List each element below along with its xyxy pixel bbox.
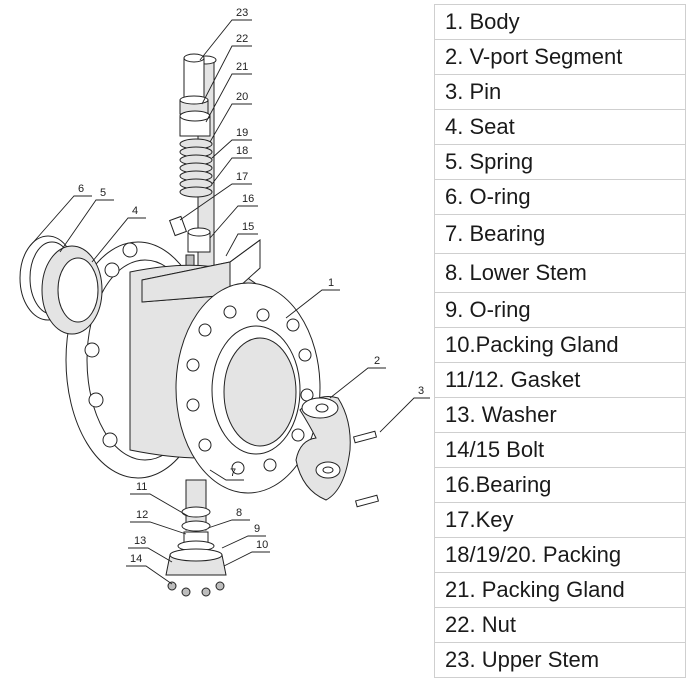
- part-cell: 21. Packing Gland: [434, 572, 686, 608]
- part-cell: 11/12. Gasket: [434, 362, 686, 398]
- callout-9: 9: [254, 523, 260, 535]
- seat-spring-oring: [19, 235, 103, 335]
- part-cell: 2. V-port Segment: [434, 39, 686, 75]
- callout-3: 3: [418, 385, 424, 397]
- callout-labels: 23 22 21 20 19 18 17 16 15 6 5 4 1 2 3 1…: [78, 7, 424, 565]
- callout-18: 18: [236, 145, 248, 157]
- part-cell: 4. Seat: [434, 109, 686, 145]
- lower-stem-assembly: [165, 479, 227, 597]
- parts-row: 14/15 Bolt: [434, 432, 686, 468]
- exploded-valve-drawing: 23 22 21 20 19 18 17 16 15 6 5 4 1 2 3 1…: [19, 7, 430, 597]
- part-cell: 3. Pin: [434, 74, 686, 110]
- callout-15: 15: [242, 221, 254, 233]
- packing-rings: [179, 138, 213, 198]
- callout-8: 8: [236, 507, 242, 519]
- parts-row: 22. Nut: [434, 607, 686, 643]
- leader-lines: [29, 19, 430, 585]
- parts-row: 2. V-port Segment: [434, 39, 686, 75]
- callout-22: 22: [236, 33, 248, 45]
- callout-13: 13: [134, 535, 146, 547]
- callout-11: 11: [136, 481, 147, 493]
- parts-row: 8. Lower Stem: [434, 253, 686, 293]
- callout-12: 12: [136, 509, 148, 521]
- part-cell: 17.Key: [434, 502, 686, 538]
- callout-19: 19: [236, 127, 248, 139]
- parts-row: 1. Body: [434, 4, 686, 40]
- parts-row: 11/12. Gasket: [434, 362, 686, 398]
- part-cell: 5. Spring: [434, 144, 686, 180]
- callout-10: 10: [256, 539, 268, 551]
- parts-row: 5. Spring: [434, 144, 686, 180]
- part-cell: 14/15 Bolt: [434, 432, 686, 468]
- parts-row: 16.Bearing: [434, 467, 686, 503]
- parts-row: 13. Washer: [434, 397, 686, 433]
- parts-row: 21. Packing Gland: [434, 572, 686, 608]
- callout-20: 20: [236, 91, 248, 103]
- callout-23: 23: [236, 7, 248, 19]
- parts-row: 17.Key: [434, 502, 686, 538]
- parts-row: 7. Bearing: [434, 214, 686, 254]
- part-cell: 18/19/20. Packing: [434, 537, 686, 573]
- callout-21: 21: [236, 61, 248, 73]
- parts-list-table: 1. Body 2. V-port Segment 3. Pin 4. Seat…: [434, 4, 686, 678]
- parts-row: 3. Pin: [434, 74, 686, 110]
- part-cell: 23. Upper Stem: [434, 642, 686, 678]
- part-cell: 1. Body: [434, 4, 686, 40]
- callout-16: 16: [242, 193, 254, 205]
- callout-7: 7: [230, 467, 236, 479]
- part-cell: 6. O-ring: [434, 179, 686, 215]
- pins: [352, 430, 380, 508]
- callout-2: 2: [374, 355, 380, 367]
- part-cell: 16.Bearing: [434, 467, 686, 503]
- part-cell: 10.Packing Gland: [434, 327, 686, 363]
- part-cell: 8. Lower Stem: [434, 253, 686, 293]
- parts-row: 6. O-ring: [434, 179, 686, 215]
- callout-4: 4: [132, 205, 138, 217]
- callout-6: 6: [78, 183, 84, 195]
- callout-1: 1: [328, 277, 334, 289]
- valve-body: [65, 239, 321, 494]
- upper-stem-assembly: [168, 53, 217, 291]
- parts-row: 18/19/20. Packing: [434, 537, 686, 573]
- callout-14: 14: [130, 553, 142, 565]
- parts-row: 9. O-ring: [434, 292, 686, 328]
- v-port-segment: [295, 396, 351, 501]
- part-cell: 7. Bearing: [434, 214, 686, 254]
- part-cell: 13. Washer: [434, 397, 686, 433]
- callout-17: 17: [236, 171, 248, 183]
- parts-row: 23. Upper Stem: [434, 642, 686, 678]
- parts-row: 4. Seat: [434, 109, 686, 145]
- callout-5: 5: [100, 187, 106, 199]
- parts-row: 10.Packing Gland: [434, 327, 686, 363]
- bottom-bolts: [167, 581, 225, 597]
- part-cell: 22. Nut: [434, 607, 686, 643]
- part-cell: 9. O-ring: [434, 292, 686, 328]
